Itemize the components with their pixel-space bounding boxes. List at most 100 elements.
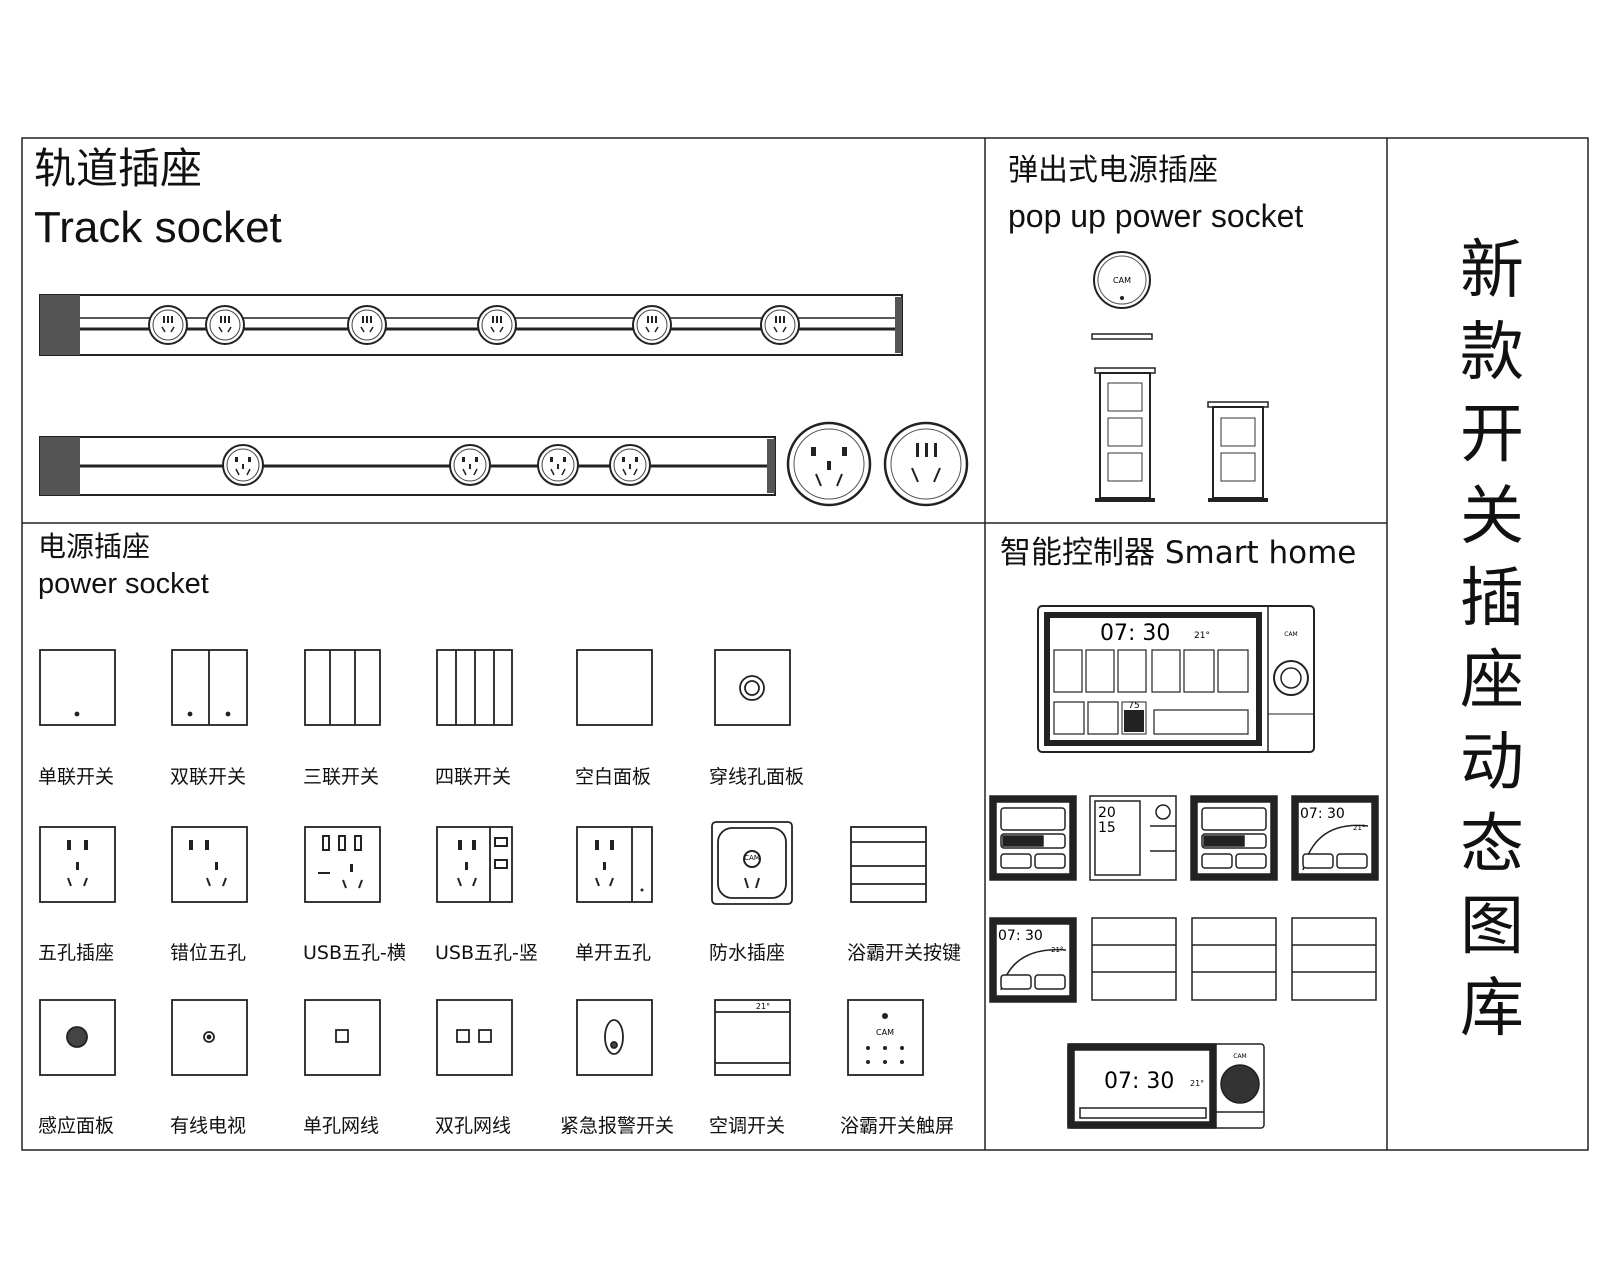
track-socket-drawings — [39, 294, 969, 507]
smart-main-brand: CAM — [1284, 631, 1297, 638]
label-five-hole: 五孔插座 — [38, 942, 115, 964]
track-socket-1 — [39, 294, 903, 356]
ac-switch-temp: 21° — [756, 1002, 770, 1011]
smart-date-bottom: 15 — [1098, 820, 1116, 836]
smart-panel-c — [1190, 795, 1278, 881]
side-title-char: 态 — [1460, 808, 1524, 882]
side-title-char: 款 — [1460, 316, 1524, 390]
side-title-char: 新 — [1460, 234, 1524, 308]
label-switch-five-hole: 单开五孔 — [575, 942, 652, 964]
smart-small-temp: 21° — [1353, 824, 1365, 832]
panel-single-switch — [39, 649, 116, 726]
panel-blank — [576, 649, 653, 726]
label-bath-keys: 浴霸开关按键 — [847, 942, 962, 964]
smart-date-top: 20 — [1098, 805, 1116, 821]
panel-double-network — [436, 999, 513, 1076]
track-socket-2 — [39, 436, 776, 496]
label-sensor: 感应面板 — [38, 1115, 115, 1137]
side-title-char: 库 — [1460, 972, 1524, 1046]
smart-bottom-brand: CAM — [1233, 1053, 1246, 1060]
label-cable-hole-panel: 穿线孔面板 — [709, 766, 805, 788]
popup-socket-lid — [1091, 333, 1153, 340]
panel-tv-outlet — [171, 999, 248, 1076]
track-title-en: Track socket — [34, 203, 282, 252]
side-title-char: 座 — [1460, 644, 1524, 718]
track-title-cn: 轨道插座 — [34, 144, 203, 193]
panel-sensor — [39, 999, 116, 1076]
smart-panel-e-time: 07: 30 — [998, 928, 1043, 944]
label-offset-five-hole: 错位五孔 — [170, 942, 247, 964]
label-usb-v: USB五孔-竖 — [435, 942, 538, 964]
smart-home-drawings: 07: 30 21° 75 CAM — [989, 605, 1379, 1129]
smart-title: 智能控制器 Smart home — [1000, 535, 1357, 571]
smart-panel-g — [1191, 917, 1277, 1001]
label-ac: 空调开关 — [709, 1115, 786, 1137]
panel-drawings: CAM CAM 21° — [39, 649, 927, 1076]
panel-triple-switch — [304, 649, 381, 726]
smart-main-controller — [1037, 605, 1315, 753]
panel-cable-hole — [714, 649, 791, 726]
panel-quad-switch — [436, 649, 513, 726]
side-title-char: 插 — [1460, 562, 1524, 636]
smart-panel-h — [1291, 917, 1377, 1001]
round-socket-large-1 — [786, 421, 872, 507]
smart-panel-d — [1291, 795, 1379, 881]
label-emergency: 紧急报警开关 — [560, 1115, 675, 1137]
label-blank-panel: 空白面板 — [575, 766, 652, 788]
label-waterproof: 防水插座 — [709, 942, 786, 964]
smart-main-time: 07: 30 — [1100, 621, 1170, 646]
smart-panel-e-temp: 21° — [1051, 946, 1063, 954]
label-triple-switch: 三联开关 — [303, 766, 380, 788]
popup-socket-top-view: CAM — [1093, 251, 1151, 309]
smart-panel-a — [989, 795, 1077, 881]
popup-title-en: pop up power socket — [1008, 198, 1304, 234]
power-title-en: power socket — [38, 568, 209, 600]
popup-brand-mark: CAM — [1113, 276, 1131, 285]
offset-five-hole-glyph — [189, 840, 227, 887]
panel-single-network — [304, 999, 381, 1076]
side-title-char: 关 — [1460, 480, 1524, 554]
smart-main-temp: 21° — [1194, 631, 1210, 641]
panel-emergency-alarm — [576, 999, 653, 1076]
usb-v-glyph — [457, 837, 508, 887]
popup-title-cn: 弹出式电源插座 — [1008, 153, 1218, 188]
label-double-switch: 双联开关 — [170, 766, 247, 788]
round-socket-large-2 — [883, 421, 969, 507]
label-quad-switch: 四联开关 — [435, 766, 512, 788]
popup-socket-tower-tall — [1094, 367, 1156, 502]
label-single-network: 单孔网线 — [303, 1115, 380, 1137]
side-title: 新 款 开 关 插 座 动 态 图 库 — [1452, 230, 1532, 1050]
panel-double-switch — [171, 649, 248, 726]
bath-touch-brand-mark: CAM — [876, 1028, 894, 1037]
smart-small-time: 07: 30 — [1300, 806, 1345, 822]
panel-usb-five-hole-h — [304, 826, 381, 903]
smart-bottom-time: 07: 30 — [1104, 1069, 1174, 1094]
usb-h-glyph — [318, 835, 363, 889]
label-double-network: 双孔网线 — [435, 1115, 512, 1137]
smart-panel-b — [1089, 795, 1177, 881]
label-tv: 有线电视 — [170, 1115, 247, 1137]
panel-offset-five-hole — [171, 826, 248, 903]
label-single-switch: 单联开关 — [38, 766, 115, 788]
panel-bath-heater-keys — [850, 826, 927, 903]
panel-usb-five-hole-v — [436, 826, 513, 903]
waterproof-glyph — [743, 850, 761, 889]
panel-switch-five-hole — [576, 826, 653, 903]
bath-touch-glyph — [866, 1013, 904, 1064]
smart-main-level: 75 — [1128, 701, 1139, 711]
smart-panel-f — [1091, 917, 1177, 1001]
waterproof-brand-mark: CAM — [744, 854, 760, 862]
panel-ac-switch — [714, 999, 791, 1076]
five-hole-glyph — [67, 840, 88, 887]
power-title-cn: 电源插座 — [38, 530, 151, 563]
smart-bottom-controller — [1067, 1043, 1265, 1129]
label-bath-touch: 浴霸开关触屏 — [840, 1115, 955, 1137]
popup-socket-drawings: CAM — [1091, 251, 1269, 502]
side-title-char: 图 — [1460, 890, 1524, 964]
smart-bottom-temp: 21° — [1190, 1079, 1204, 1088]
label-usb-h: USB五孔-横 — [303, 942, 406, 964]
side-title-char: 开 — [1460, 398, 1524, 472]
popup-socket-tower-short — [1207, 401, 1269, 502]
